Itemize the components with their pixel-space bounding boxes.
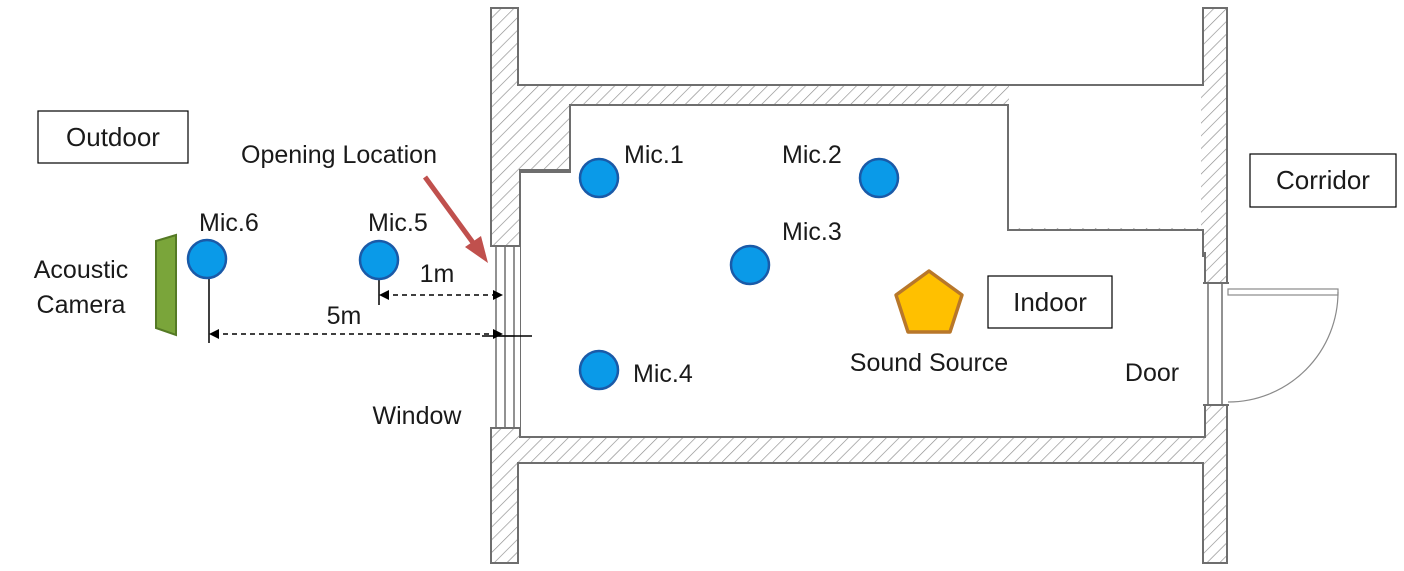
dimension-5m-label: 5m: [327, 302, 362, 330]
outdoor-label: Outdoor: [66, 122, 160, 152]
dimension-1m-label: 1m: [420, 260, 455, 288]
mic-3-label: Mic.3: [782, 218, 842, 246]
indoor-label: Indoor: [1013, 287, 1087, 317]
mic-6-marker: [186, 238, 228, 280]
mic-4-marker: [578, 349, 620, 391]
sound-source-marker: [894, 269, 964, 334]
door: [1203, 282, 1339, 406]
mic-6-label: Mic.6: [199, 209, 259, 237]
walls: [490, 7, 1228, 564]
mic-2-label: Mic.2: [782, 141, 842, 169]
window-label: Window: [373, 402, 463, 430]
mic-3-marker: [729, 244, 771, 286]
indoor-room: [519, 104, 1206, 438]
mic-1-marker: [578, 157, 620, 199]
area-labels: Outdoor Corridor Indoor: [37, 110, 1397, 329]
opening-location-label: Opening Location: [241, 141, 437, 169]
acoustic-camera-label-line1: Acoustic: [34, 256, 128, 284]
microphones: Mic.1 Mic.2 Mic.3 Mic.4 Mic.5 Mic.6: [186, 141, 900, 391]
acoustic-camera: [155, 233, 177, 337]
mic-5-label: Mic.5: [368, 209, 428, 237]
dimension-5m: 5m: [208, 278, 532, 343]
mic-1-label: Mic.1: [624, 141, 684, 169]
mic-4-label: Mic.4: [633, 360, 693, 388]
corridor-label: Corridor: [1276, 165, 1370, 195]
door-leaf: [1227, 288, 1339, 296]
door-swing-arc: [1227, 291, 1339, 403]
mic-5-marker: [358, 239, 400, 281]
acoustic-camera-label-line2: Camera: [37, 291, 126, 319]
opening-arrow: [422, 175, 488, 263]
dimension-1m: 1m: [378, 260, 503, 305]
sound-source-label: Sound Source: [850, 349, 1008, 377]
mic-2-marker: [858, 157, 900, 199]
door-label: Door: [1125, 359, 1179, 387]
